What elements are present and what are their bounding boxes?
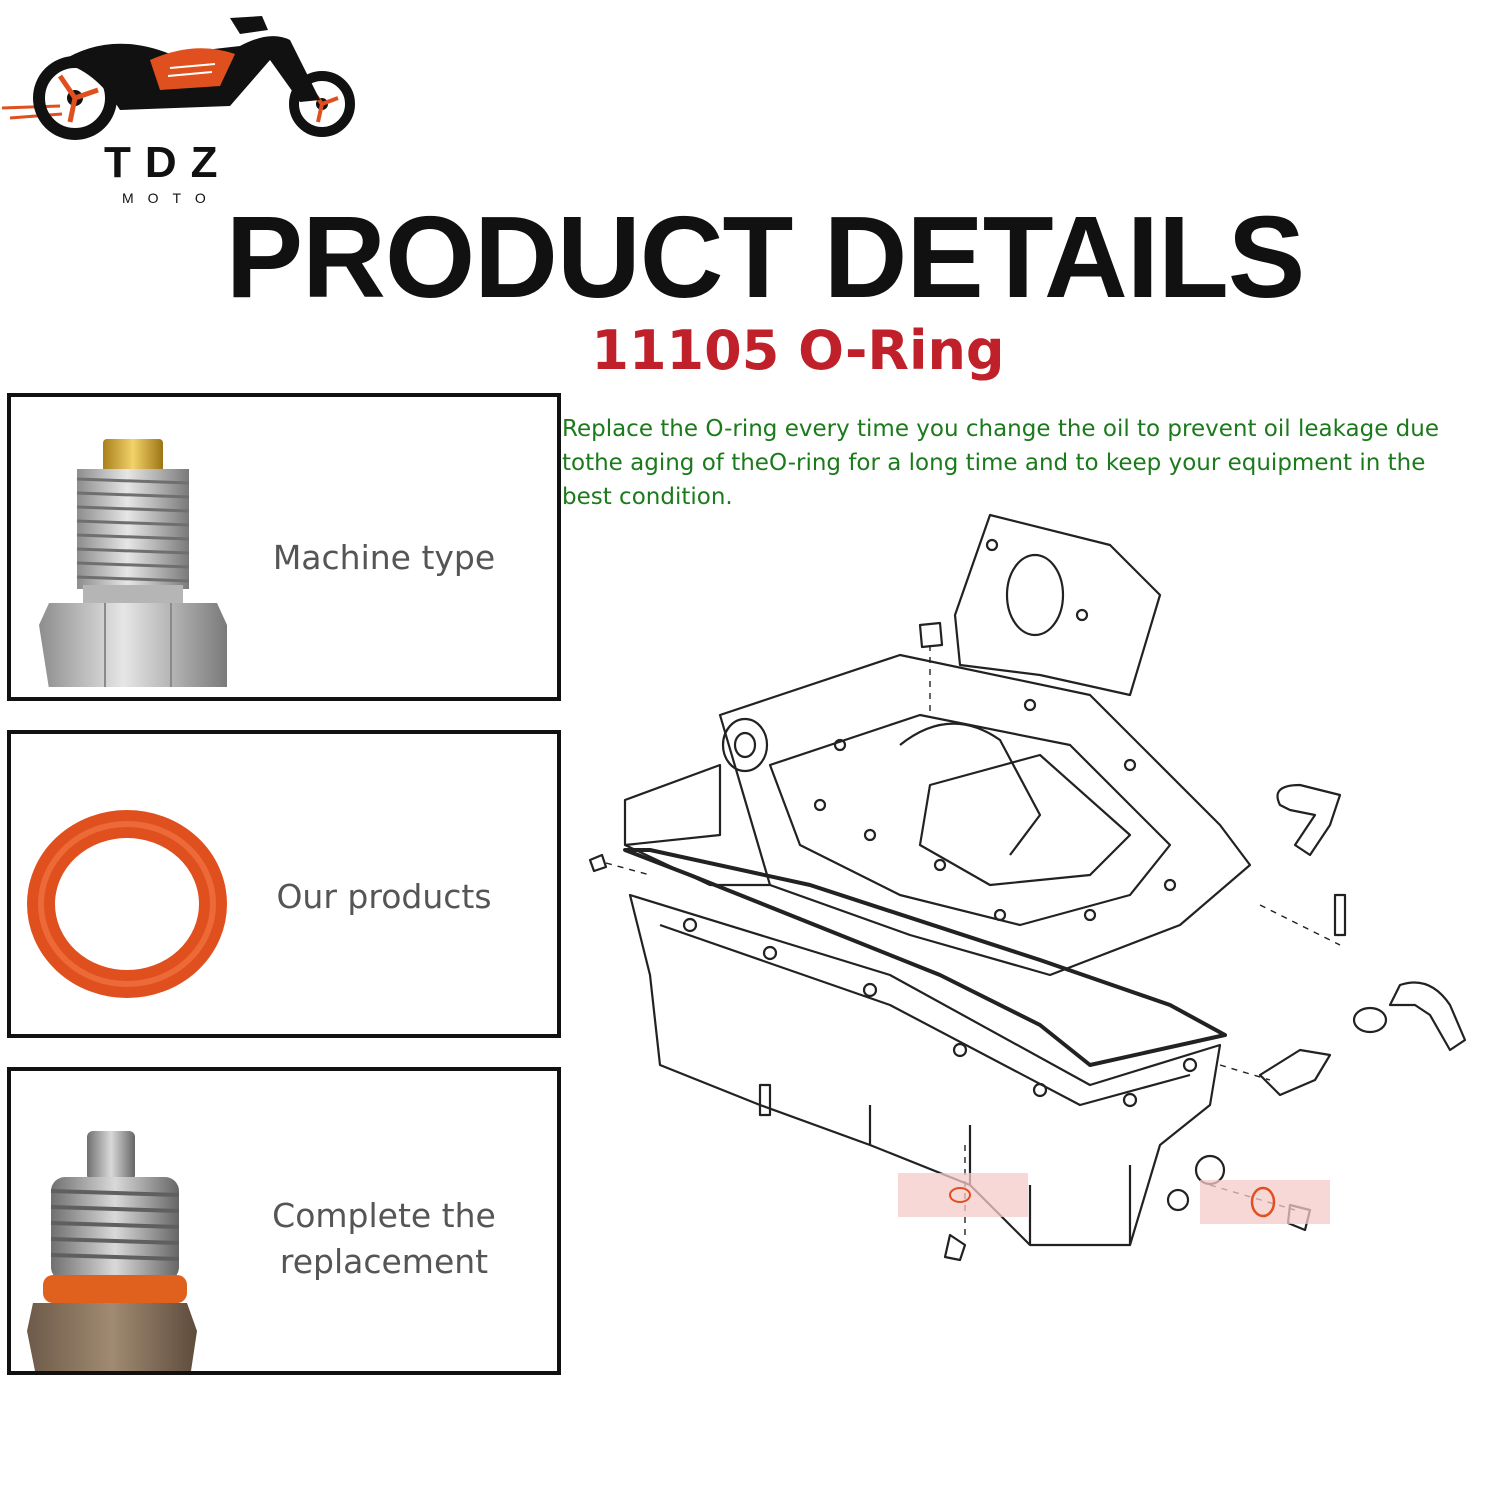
o-ring-highlight-left <box>898 1173 1028 1217</box>
panel-label-machine-type: Machine type <box>272 538 496 577</box>
brand-logo <box>0 10 360 210</box>
product-description: Replace the O-ring every time you change… <box>562 416 1439 510</box>
o-ring-marker-right <box>1250 1186 1276 1218</box>
page-title: PRODUCT DETAILS <box>225 192 1305 322</box>
panel-our-products: Our products <box>7 730 561 1038</box>
magnetic-drain-plug-icon <box>27 1131 197 1371</box>
drain-plug-icon <box>39 439 227 687</box>
panel-complete-replacement: Complete the replacement <box>7 1067 561 1375</box>
logo-brand-text: TDZ <box>104 138 232 187</box>
product-subtitle: 11105 O-Ring <box>591 319 1005 382</box>
panel-label-complete-replacement: Complete the replacement <box>272 1196 496 1281</box>
logo-tagline: MOTO <box>122 190 220 206</box>
panel-machine-type: Machine type <box>7 393 561 701</box>
o-ring-highlight-right <box>1200 1180 1330 1224</box>
oil-pan-exploded-diagram <box>588 513 1467 1262</box>
motorcycle-logo-icon <box>1 16 355 140</box>
o-ring-icon <box>27 810 227 998</box>
o-ring-marker-left <box>949 1187 971 1203</box>
panel-label-our-products: Our products <box>276 877 492 916</box>
